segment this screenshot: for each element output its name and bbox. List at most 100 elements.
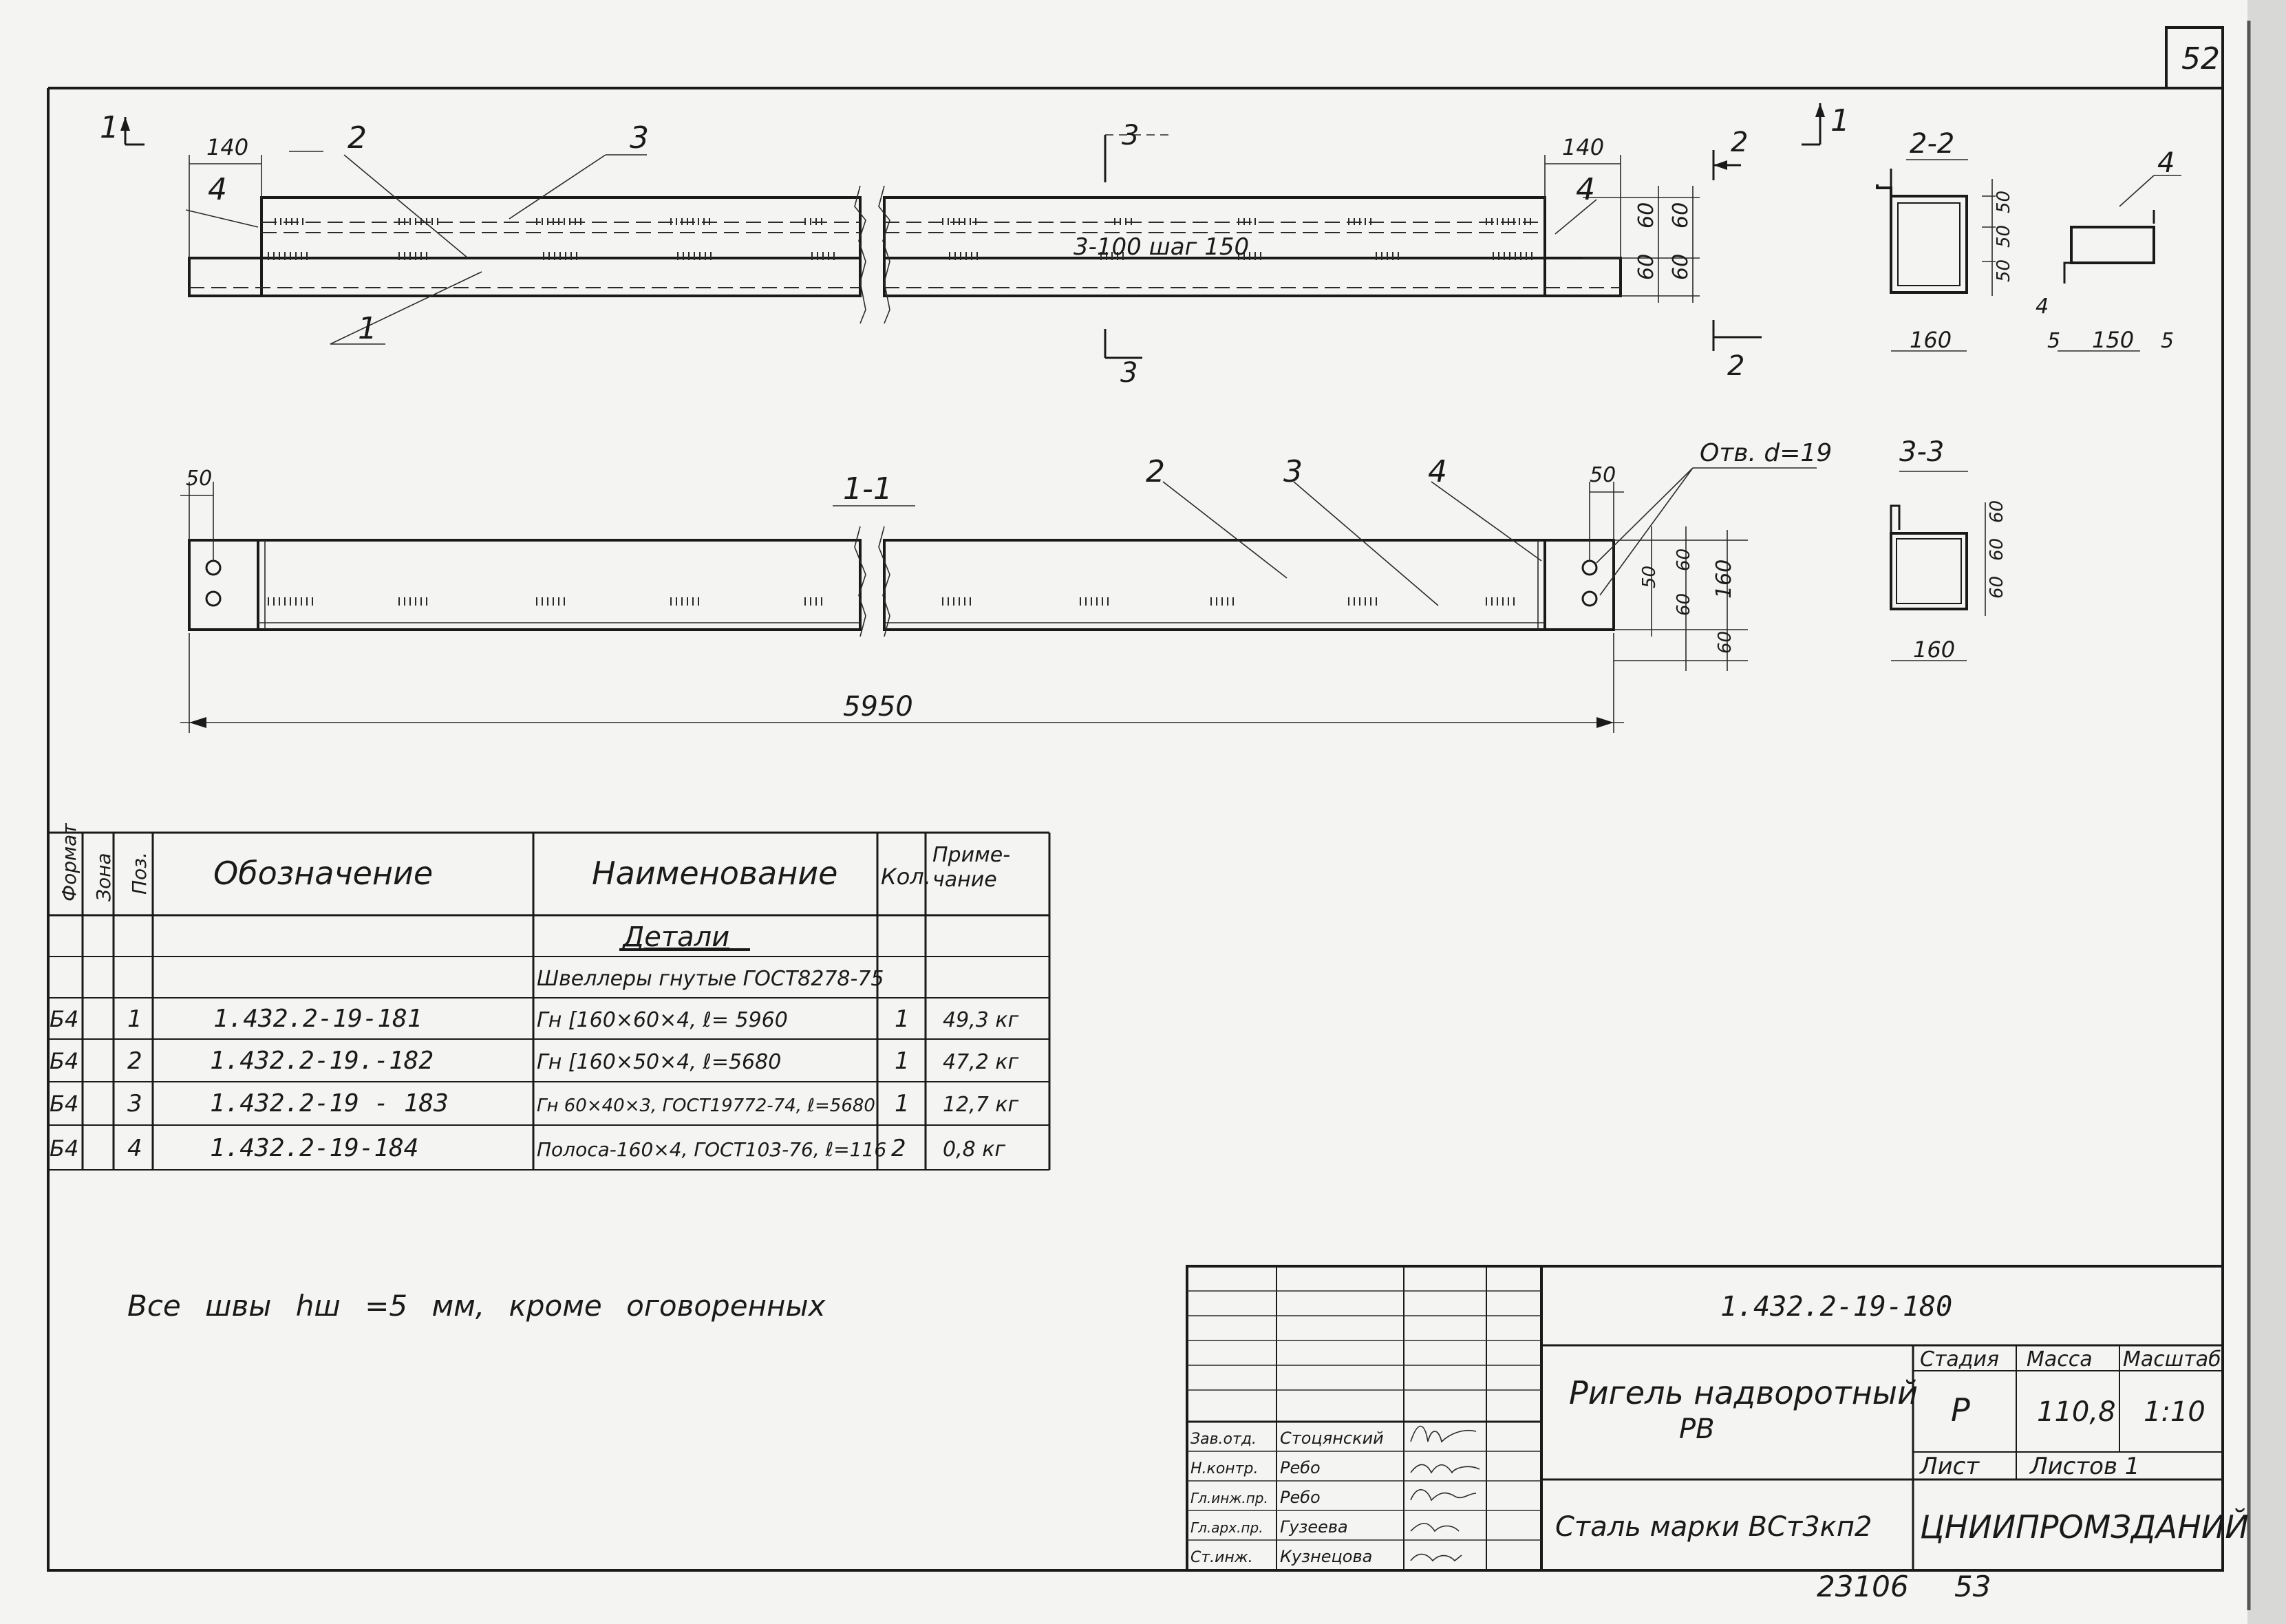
section-3-3-title: 3-3 [1899, 436, 1944, 468]
sheets-label: Листов 1 [2029, 1453, 2139, 1480]
section-3-3-dim-60a: 60 [1987, 500, 2007, 523]
doc-title-line1: Ригель надворотный [1569, 1374, 1918, 1411]
spec-header-note: Приме-чание [932, 843, 1011, 892]
spec-row-qty: 1 [895, 1090, 910, 1118]
section-mark-1-left: 1 [100, 110, 119, 145]
spec-row-qty: 1 [895, 1005, 910, 1033]
section-mark-1-right: 1 [1830, 103, 1850, 138]
callout-3: 3 [630, 120, 649, 156]
spec-row-designation: 1.432.2-19-181 [213, 1005, 422, 1033]
mass-value: 110,8 [2037, 1396, 2116, 1428]
spec-row-format: Б4 [50, 1006, 78, 1032]
weld-spacing-note: 3-100 шаг 150 [1073, 233, 1249, 261]
section-mark-3-bottom: 3 [1120, 357, 1137, 389]
spec-row-format: Б4 [50, 1135, 78, 1162]
person-role: Ст.инж. [1190, 1549, 1253, 1566]
plan-dim-160: 160 [1712, 559, 1736, 599]
section-3-3-dim-160: 160 [1913, 637, 1955, 663]
spec-header-qty: Кол. [881, 864, 931, 890]
spec-row-note: 49,3 кг [943, 1008, 1018, 1032]
spec-row-pos: 4 [127, 1135, 142, 1162]
section-3-3-view [1890, 471, 1986, 661]
person-role: Гл.инж.пр. [1190, 1490, 1268, 1506]
spec-row-name: Гн 60×40×3, ГОСТ19772-74, ℓ=5680 [537, 1096, 875, 1116]
spec-header-format: Формат [58, 823, 81, 901]
section-2-2-dim-50b: 50 [1994, 225, 2014, 248]
spec-row-name: Гн [160×60×4, ℓ= 5960 [537, 1008, 788, 1032]
person-role: Гл.арх.пр. [1190, 1519, 1263, 1536]
section-2-2-title: 2-2 [1910, 128, 1954, 160]
section-2-2-dim-160: 160 [1910, 327, 1952, 353]
section-2-2-dim-50a: 50 [1994, 191, 2014, 213]
spec-row-name: Гн [160×50×4, ℓ=5680 [537, 1050, 781, 1074]
section-2-2-view [1876, 159, 2181, 352]
mass-label: Масса [2027, 1347, 2093, 1371]
dim-140-right: 140 [1562, 134, 1604, 160]
weld-note: Все швы hш =5 мм, кроме оговоренных [127, 1289, 826, 1323]
dim-60-b: 60 [1669, 202, 1693, 228]
archive-number: 23106 [1817, 1570, 1909, 1603]
spec-header-zone: Зона [92, 853, 115, 901]
section-mark-2-top: 2 [1731, 127, 1748, 158]
title-block-grid [1186, 1265, 2224, 1572]
plan-hole-note: Отв. d=19 [1700, 439, 1832, 467]
plan-1-1-title: 1-1 [843, 471, 893, 506]
plan-callout-4: 4 [1428, 454, 1447, 489]
spec-row-name: Полоса-160×4, ГОСТ103-76, ℓ=116 [537, 1138, 886, 1161]
spec-row-note: 47,2 кг [943, 1050, 1018, 1074]
dim-60-c: 60 [1634, 254, 1658, 280]
callout-2: 2 [348, 120, 367, 156]
section-2-2-callout-4: 4 [2157, 147, 2175, 179]
dim-140-left: 140 [206, 134, 248, 160]
person-name: Кузнецова [1280, 1547, 1372, 1566]
person-name: Ребо [1280, 1458, 1321, 1477]
plan-callout-3: 3 [1283, 454, 1303, 489]
person-role: Зав.отд. [1190, 1431, 1257, 1448]
plan-total-length: 5950 [843, 691, 913, 723]
person-name: Ребо [1280, 1488, 1321, 1507]
section-2-2-dim-50c: 50 [1994, 259, 2014, 282]
sheet-label: Лист [1919, 1453, 1980, 1480]
person-name: Гузеева [1280, 1517, 1348, 1537]
callout-1: 1 [358, 311, 377, 346]
callout-4-right: 4 [1576, 172, 1595, 207]
spec-row-format: Б4 [50, 1091, 78, 1117]
plan-dim-50-v: 50 [1639, 566, 1660, 588]
spec-group-title: Швеллеры гнутые ГОСТ8278-75 [537, 967, 884, 991]
stage-label: Стадия [1920, 1347, 1999, 1371]
section-2-2-dim-4: 4 [2036, 295, 2049, 319]
spec-row: Б4 2 1.432.2-19.-182 Гн [160×50×4, ℓ=568… [50, 1047, 1018, 1075]
section-mark-3-top: 3 [1122, 120, 1139, 151]
section-3-3-dim-60b: 60 [1987, 538, 2007, 561]
section-2-2-dim-5b: 5 [2161, 329, 2174, 353]
spec-row-designation: 1.432.2-19-184 [210, 1134, 418, 1162]
plan-dim-60-a: 60 [1674, 548, 1694, 571]
spec-table-grid [48, 831, 1051, 1171]
elevation-view [120, 103, 1825, 359]
section-3-3-dim-60c: 60 [1987, 576, 2007, 599]
scale-label: Масштаб [2123, 1347, 2221, 1371]
spec-row: Б4 1 1.432.2-19-181 Гн [160×60×4, ℓ= 596… [50, 1005, 1018, 1033]
doc-code: 1.432.2-19-180 [1720, 1291, 1952, 1323]
dim-60-d: 60 [1669, 254, 1693, 280]
plan-dim-50-left: 50 [186, 467, 212, 491]
scale-value: 1:10 [2144, 1396, 2205, 1428]
spec-row-note: 0,8 кг [943, 1137, 1005, 1162]
dim-60-a: 60 [1634, 202, 1658, 228]
spec-row-qty: 1 [895, 1047, 910, 1075]
spec-row-qty: 2 [891, 1135, 906, 1162]
spec-row-note: 12,7 кг [943, 1093, 1018, 1117]
stage-value: Р [1951, 1391, 1970, 1429]
plan-1-1-view [180, 467, 1817, 733]
plan-dim-50-right: 50 [1590, 463, 1616, 487]
signatures [1410, 1425, 1480, 1562]
spec-row-pos: 1 [127, 1005, 142, 1033]
callout-4-left: 4 [208, 172, 227, 207]
sheet-number: 52 [2181, 41, 2220, 76]
archive-page: 53 [1954, 1570, 1991, 1603]
spec-row-designation: 1.432.2-19.-182 [210, 1047, 434, 1075]
spec-header-pos: Поз. [128, 852, 151, 895]
doc-steel: Сталь марки ВСт3кп2 [1555, 1511, 1872, 1543]
section-mark-2-bottom: 2 [1727, 350, 1744, 382]
